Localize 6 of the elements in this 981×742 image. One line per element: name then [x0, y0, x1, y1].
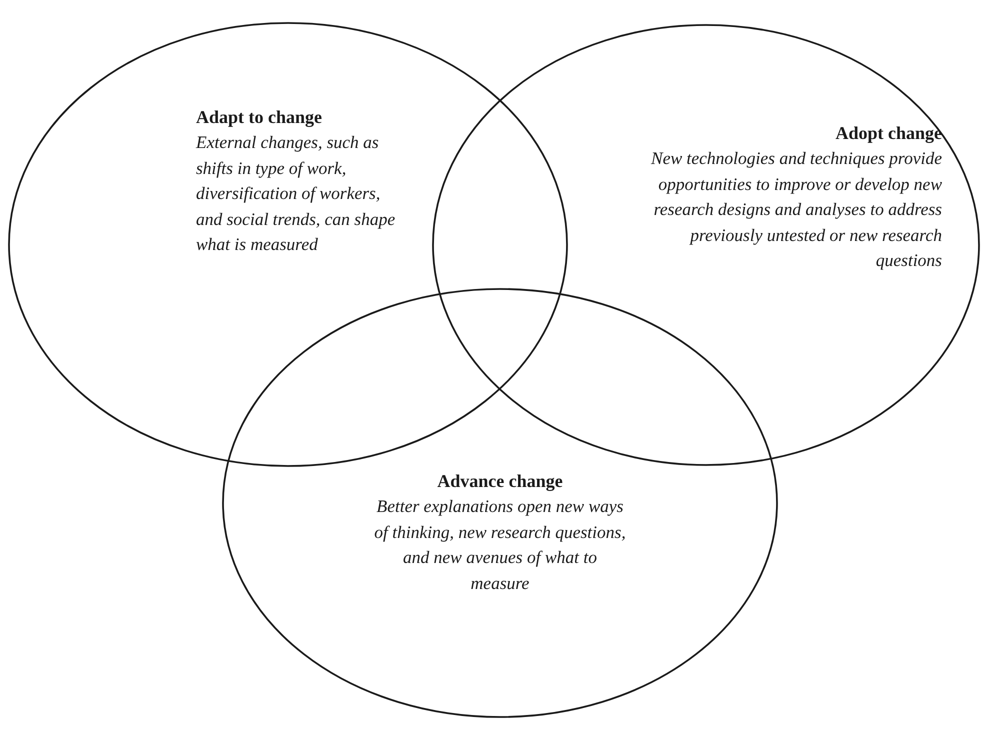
- circle-description: Better explanations open new ways of thinking, new research questions, and new avenues of what to measure: [373, 495, 627, 594]
- circle-heading: Adapt to change: [196, 106, 324, 129]
- circle-description: External changes, such as shifts in type of work, diversification of workers, and social trends, can shape what is measured: [196, 131, 396, 256]
- circle-heading: Adopt change: [834, 122, 942, 145]
- circle-heading: Advance change: [436, 470, 564, 493]
- circle-description: New technologies and techniques provide opportunities to improve or develop new research designs and analyses to address previously untested or new research questions: [650, 147, 942, 272]
